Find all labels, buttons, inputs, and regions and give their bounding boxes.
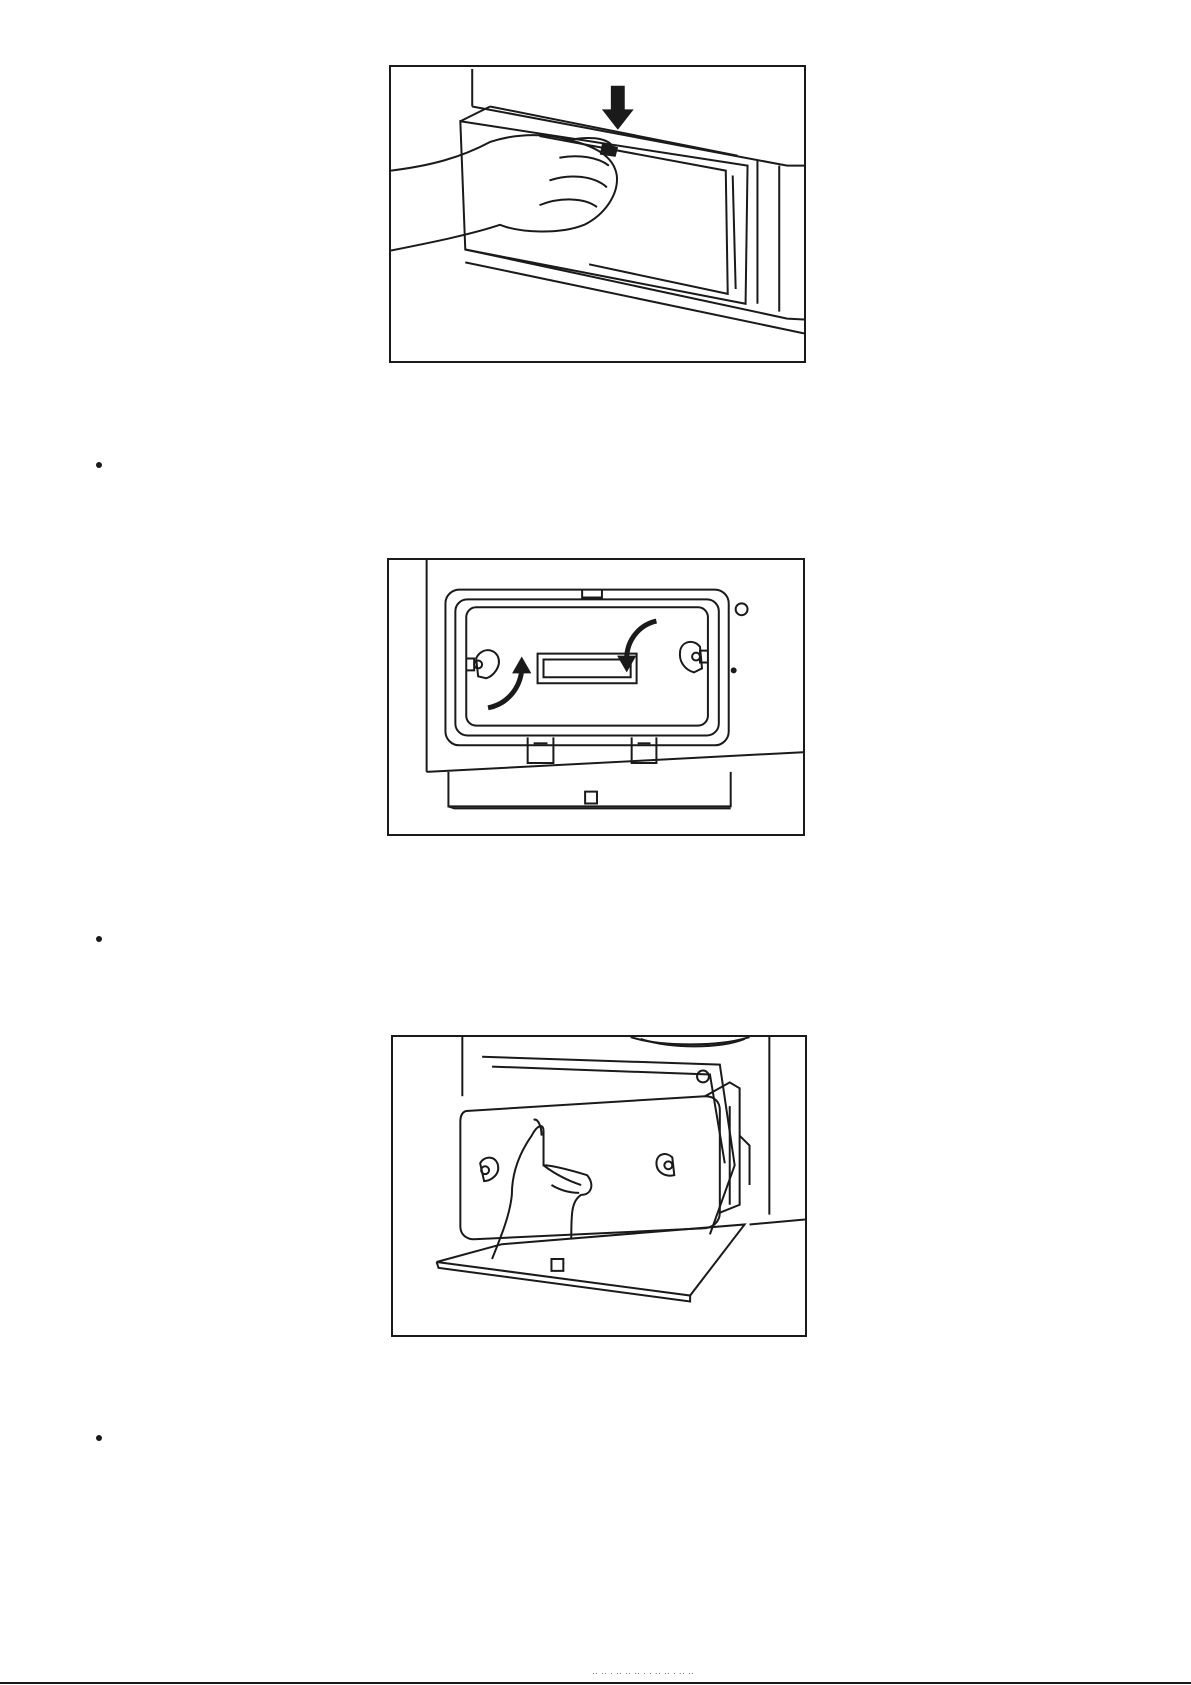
footer-rule	[0, 1682, 1191, 1684]
footer-text: ·· ·· · ·· ·· ·· · · ·· ·· · ·· ··	[592, 1669, 694, 1678]
figure-open-door	[389, 65, 806, 363]
figure-filter-cover	[387, 558, 805, 836]
step-bullet	[96, 462, 102, 468]
hand-open-filter-door-illustration	[391, 67, 804, 361]
hand-remove-filter-illustration	[393, 1037, 805, 1335]
step-bullet	[96, 936, 102, 942]
figure-remove-filter	[391, 1035, 807, 1337]
step-bullet	[96, 1435, 102, 1441]
filter-cover-locks-illustration	[389, 560, 803, 834]
